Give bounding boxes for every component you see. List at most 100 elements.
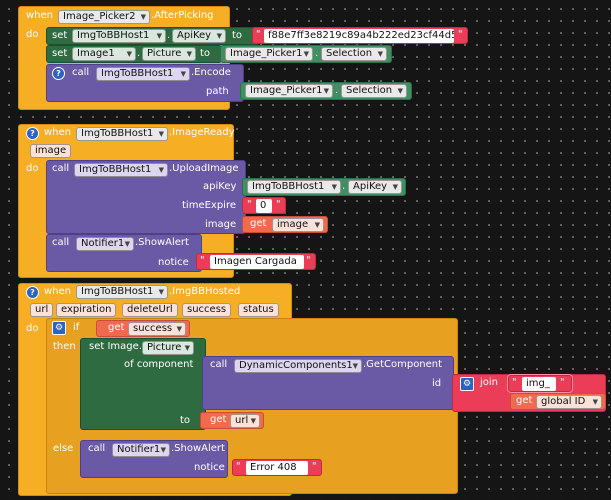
- property-dropdown[interactable]: ApiKey▼: [172, 29, 226, 43]
- set-keyword: set: [52, 48, 68, 59]
- else-keyword: else: [53, 443, 74, 454]
- event-name: .ImgBBHosted: [169, 286, 241, 297]
- chevron-down-icon: ▼: [126, 50, 132, 58]
- event-param[interactable]: success: [182, 303, 232, 317]
- set-keyword: set: [52, 30, 68, 41]
- help-icon[interactable]: ?: [26, 286, 39, 299]
- component-dropdown[interactable]: DynamicComponents1▼: [234, 359, 362, 373]
- get-keyword: get: [516, 395, 533, 406]
- event-param[interactable]: deleteUrl: [122, 303, 178, 317]
- param-label: id: [432, 378, 442, 389]
- then-keyword: then: [53, 341, 76, 352]
- chevron-down-icon: ▼: [184, 344, 190, 352]
- variable-dropdown[interactable]: image▼: [272, 218, 324, 232]
- property-dropdown[interactable]: Selection▼: [321, 47, 387, 61]
- method-name: .ShowAlert: [171, 443, 225, 454]
- property-dropdown[interactable]: Picture▼: [142, 341, 194, 355]
- join-text-field[interactable]: img_: [522, 377, 556, 391]
- call-keyword: call: [72, 67, 90, 78]
- method-name: .GetComponent: [363, 359, 443, 370]
- component-dropdown[interactable]: ImgToBBHost1▼: [76, 127, 168, 141]
- do-keyword: do: [26, 163, 39, 174]
- join-keyword: join: [480, 377, 499, 388]
- component-dropdown[interactable]: Image1▼: [72, 47, 136, 61]
- chevron-down-icon: ▼: [303, 50, 309, 58]
- method-name: .Encode: [191, 67, 231, 78]
- chevron-down-icon: ▼: [186, 50, 192, 58]
- variable-dropdown[interactable]: success▼: [128, 322, 186, 336]
- param-label: path: [206, 86, 229, 97]
- component-dropdown[interactable]: Image_Picker1▼: [225, 47, 313, 61]
- variable-dropdown[interactable]: global ID▼: [536, 395, 602, 409]
- help-icon[interactable]: ?: [26, 127, 39, 140]
- property-dropdown[interactable]: Selection▼: [341, 84, 407, 98]
- to-keyword: to: [200, 48, 211, 59]
- method-name: .ShowAlert: [135, 237, 189, 248]
- to-keyword: to: [180, 415, 191, 426]
- method-name: .UploadImage: [169, 163, 239, 174]
- chevron-down-icon: ▼: [592, 398, 598, 406]
- chevron-down-icon: ▼: [124, 240, 130, 248]
- param-label: timeExpire: [182, 200, 236, 211]
- set-label: set Image.: [89, 341, 142, 352]
- component-dropdown[interactable]: ImgToBBHost1▼: [96, 67, 190, 81]
- notice-text-field[interactable]: Error 408: [246, 461, 308, 475]
- notice-text-field[interactable]: Imagen Cargada: [210, 255, 304, 269]
- call-keyword: call: [52, 163, 70, 174]
- if-keyword: if: [73, 322, 80, 333]
- param-label: notice: [194, 462, 225, 473]
- chevron-down-icon: ▼: [158, 130, 164, 138]
- chevron-down-icon: ▼: [216, 32, 222, 40]
- component-dropdown[interactable]: ImgToBBHost1▼: [74, 163, 168, 177]
- component-dropdown[interactable]: ImgToBBHost1▼: [76, 285, 168, 299]
- call-keyword: call: [88, 443, 106, 454]
- chevron-down-icon: ▼: [314, 221, 320, 229]
- chevron-down-icon: ▼: [140, 13, 146, 21]
- component-dropdown[interactable]: Notifier1▼: [76, 237, 134, 251]
- when-keyword: when: [26, 10, 54, 21]
- component-dropdown[interactable]: ImgToBBHost1▼: [72, 29, 166, 43]
- get-keyword: get: [250, 218, 267, 229]
- chevron-down-icon: ▼: [176, 325, 182, 333]
- component-dropdown[interactable]: Notifier1▼: [112, 443, 170, 457]
- chevron-down-icon: ▼: [158, 288, 164, 296]
- param-label: image: [205, 219, 237, 230]
- event-param[interactable]: status: [238, 303, 279, 317]
- variable-dropdown[interactable]: url▼: [230, 414, 260, 428]
- help-icon[interactable]: ?: [52, 67, 65, 80]
- param-label: of component: [124, 359, 194, 370]
- property-dropdown[interactable]: Picture▼: [142, 47, 196, 61]
- component-dropdown[interactable]: Image_Picker1▼: [245, 84, 333, 98]
- component-dropdown[interactable]: Image_Picker2▼: [58, 10, 150, 24]
- chevron-down-icon: ▼: [158, 166, 164, 174]
- chevron-down-icon: ▼: [160, 446, 166, 454]
- chevron-down-icon: ▼: [180, 70, 186, 78]
- get-keyword: get: [210, 414, 227, 425]
- event-param[interactable]: url: [30, 303, 54, 317]
- do-keyword: do: [26, 323, 39, 334]
- component-dropdown[interactable]: ImgToBBHost1▼: [247, 180, 341, 194]
- chevron-down-icon: ▼: [156, 32, 162, 40]
- event-param-image[interactable]: image: [30, 144, 72, 158]
- event-param[interactable]: expiration: [56, 303, 117, 317]
- gear-icon[interactable]: ⚙: [460, 377, 474, 391]
- event-name: .ImageReady: [169, 127, 235, 138]
- property-dropdown[interactable]: ApiKey▼: [348, 180, 402, 194]
- when-keyword: when: [44, 286, 72, 297]
- time-expire-text-field[interactable]: 0: [256, 199, 272, 213]
- event-name: .AfterPicking: [151, 10, 214, 21]
- api-key-text-field[interactable]: f88e7ff3e8219c89a4b222ed23cf44d5: [264, 29, 454, 43]
- chevron-down-icon: ▼: [377, 50, 383, 58]
- call-keyword: call: [52, 237, 70, 248]
- chevron-down-icon: ▼: [250, 417, 256, 425]
- param-label: notice: [158, 257, 189, 268]
- gear-icon[interactable]: ⚙: [52, 321, 66, 335]
- call-keyword: call: [210, 359, 228, 370]
- chevron-down-icon: ▼: [352, 362, 358, 370]
- chevron-down-icon: ▼: [331, 183, 337, 191]
- do-keyword: do: [26, 29, 39, 40]
- get-keyword: get: [108, 322, 125, 333]
- when-keyword: when: [44, 127, 72, 138]
- to-keyword: to: [232, 30, 243, 41]
